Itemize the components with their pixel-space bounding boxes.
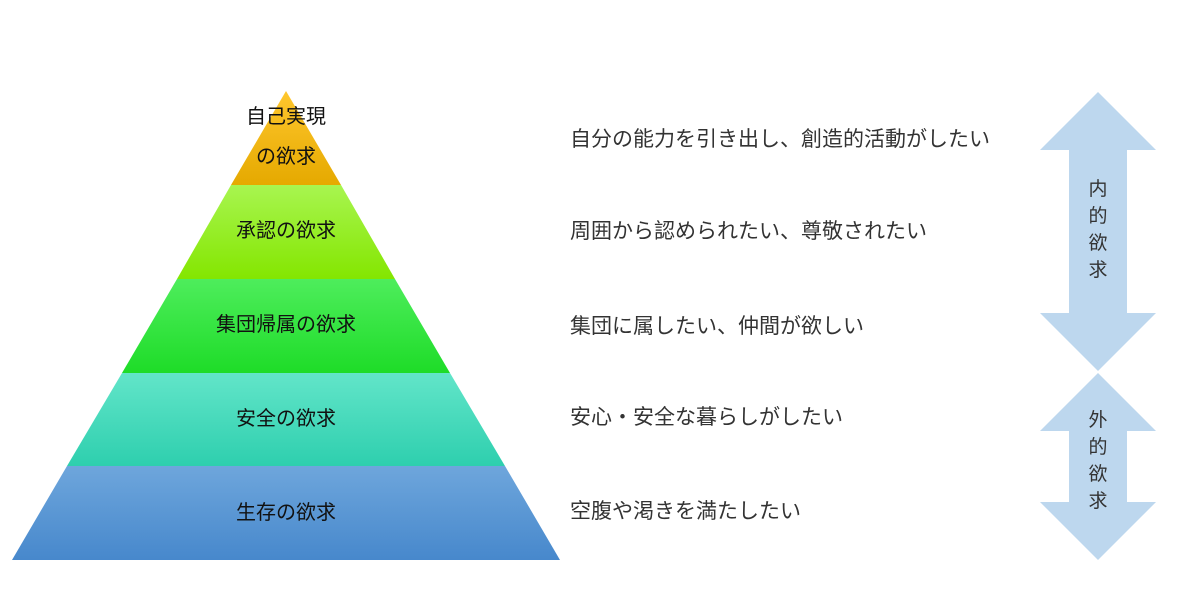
- description-safety: 安心・安全な暮らしがしたい: [570, 405, 843, 429]
- pyramid-layer-esteem: [177, 185, 395, 279]
- description-physiological: 空腹や渇きを満たしたい: [570, 499, 801, 523]
- layer-label-self-actualization: 自己実現 の欲求: [166, 98, 406, 174]
- pyramid-layer-self-actualization: [231, 91, 341, 185]
- layer-label-line2: の欲求: [256, 144, 316, 168]
- layer-label-line1: 自己実現: [246, 104, 326, 128]
- layer-label-belonging: 集団帰属の欲求: [216, 312, 356, 336]
- pyramid-layer-belonging: [122, 279, 450, 373]
- pyramid-layer-safety: [67, 373, 505, 466]
- double-arrow-extrinsic: [1040, 373, 1156, 560]
- layer-label-esteem: 承認の欲求: [236, 218, 336, 242]
- double-arrow-intrinsic: [1040, 92, 1156, 371]
- arrow-label-extrinsic: 外 的 欲 求: [1088, 409, 1108, 512]
- description-self-actualization: 自分の能力を引き出し、創造的活動がしたい: [570, 127, 990, 151]
- description-belonging: 集団に属したい、仲間が欲しい: [570, 314, 864, 338]
- arrow-label-intrinsic: 内 的 欲 求: [1088, 178, 1108, 281]
- layer-label-safety: 安全の欲求: [236, 406, 336, 430]
- layer-label-physiological: 生存の欲求: [236, 500, 336, 524]
- description-esteem: 周囲から認められたい、尊敬されたい: [570, 219, 927, 243]
- pyramid-layer-physiological: [12, 466, 560, 560]
